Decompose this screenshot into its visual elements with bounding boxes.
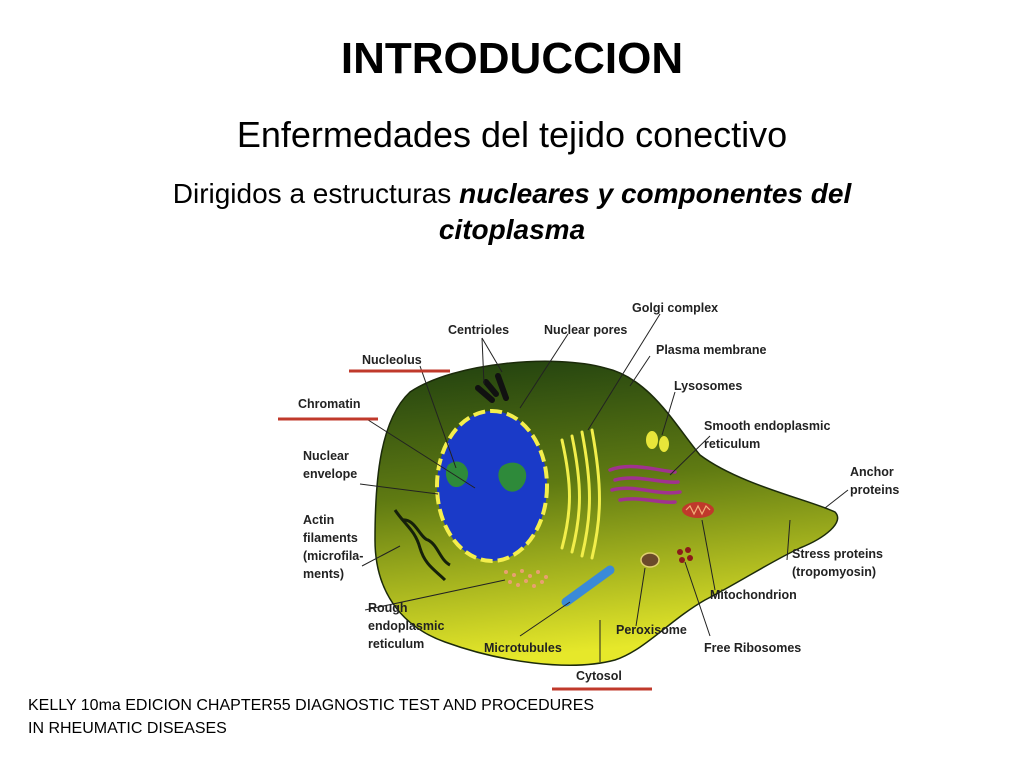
label-nuclear-envelope-2: envelope <box>303 467 357 481</box>
label-actin-1: Actin <box>303 513 334 527</box>
label-actin-4: ments) <box>303 567 344 581</box>
label-smooth-er-2: reticulum <box>704 437 760 451</box>
label-rough-er-2: endoplasmic <box>368 619 444 633</box>
label-cytosol: Cytosol <box>576 669 622 683</box>
slide-subtitle: Enfermedades del tejido conectivo <box>236 114 788 155</box>
chromatin <box>498 462 527 492</box>
label-actin-2: filaments <box>303 531 358 545</box>
microtubules <box>561 565 615 607</box>
label-anchor-proteins-1: Anchor <box>850 465 894 479</box>
citation-line-2: IN RHEUMATIC DISEASES <box>28 720 227 737</box>
citation: KELLY 10ma EDICION CHAPTER55 DIAGNOSTIC … <box>28 694 594 740</box>
nucleus <box>437 411 547 561</box>
label-nuclear-envelope-1: Nuclear <box>303 449 349 463</box>
leader-lines <box>359 313 849 662</box>
label-anchor-proteins-2: proteins <box>850 483 899 497</box>
slide-title: INTRODUCCION <box>340 34 684 83</box>
mitochondrion-cristae <box>685 504 711 516</box>
label-rough-er-1: Rough <box>368 601 408 615</box>
label-microtubules: Microtubules <box>484 641 562 655</box>
label-centrioles: Centrioles <box>448 323 509 337</box>
label-chromatin: Chromatin <box>298 397 361 411</box>
label-mitochondrion: Mitochondrion <box>710 588 797 602</box>
label-lysosomes: Lysosomes <box>674 379 742 393</box>
centrioles <box>475 373 509 403</box>
label-stress-proteins-2: (tropomyosin) <box>792 565 876 579</box>
label-golgi-complex: Golgi complex <box>632 301 718 315</box>
label-nuclear-pores: Nuclear pores <box>544 323 627 337</box>
free-ribosomes <box>677 547 693 563</box>
description-prefix: Dirigidos a estructuras <box>172 178 460 209</box>
golgi-complex <box>560 428 601 560</box>
lysosome <box>659 436 669 452</box>
label-stress-proteins-1: Stress proteins <box>792 547 883 561</box>
description-emphasis: nucleares y componentes del citoplasma <box>438 178 852 245</box>
label-plasma-membrane: Plasma membrane <box>656 343 767 357</box>
slide-description: Dirigidos a estructuras nucleares y comp… <box>100 176 924 248</box>
nuclear-envelope <box>435 409 549 563</box>
cell-diagram: Centrioles Nuclear pores Golgi complex N… <box>278 301 899 691</box>
label-free-ribosomes: Free Ribosomes <box>704 641 801 655</box>
actin-filaments <box>393 509 451 582</box>
label-peroxisome: Peroxisome <box>616 623 687 637</box>
lysosome <box>646 431 658 449</box>
label-nucleolus: Nucleolus <box>362 353 422 367</box>
label-rough-er-3: reticulum <box>368 637 424 651</box>
smooth-er <box>608 464 682 505</box>
citation-line-1: KELLY 10ma EDICION CHAPTER55 DIAGNOSTIC … <box>28 697 595 714</box>
label-smooth-er-1: Smooth endoplasmic <box>704 419 830 433</box>
label-actin-3: (microfila- <box>303 549 363 563</box>
rough-er <box>504 569 548 588</box>
peroxisome <box>640 552 660 568</box>
